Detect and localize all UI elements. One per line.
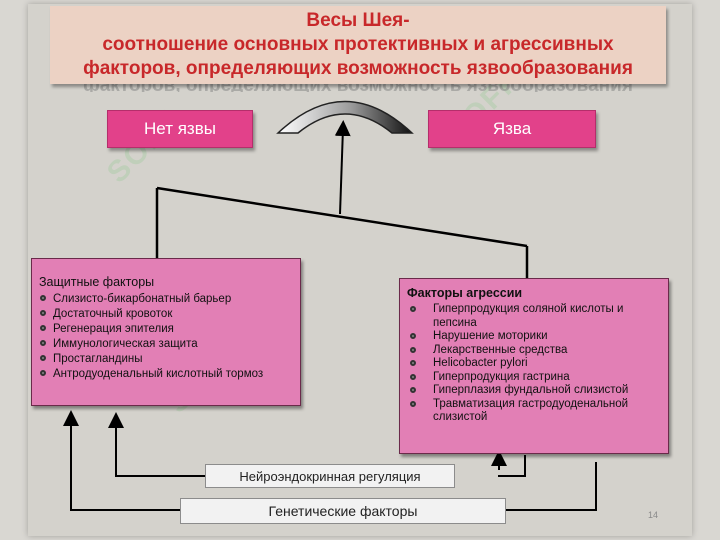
list-item: Регенерация эпителия [39,322,292,337]
page-number: 14 [648,510,659,520]
bullet-icon [410,360,416,366]
bullet-icon [410,387,416,393]
genetic-factors-connector [506,462,597,511]
list-item: Гиперплазия фундальной слизистой [407,384,660,398]
genetic-factors-arrow [63,410,180,511]
list-item: Антродуоденальный кислотный тормоз [39,367,292,382]
bullet-icon [40,370,46,376]
bullet-icon [40,325,46,331]
list-item: Helicobacter pylori [407,357,660,371]
neuro-regulation-connector [498,455,526,477]
genetic-factors-label: Генетические факторы [268,503,418,519]
bullet-icon [410,373,416,380]
bullet-icon [410,306,416,312]
ulcer-label: Язва [492,119,532,138]
bullet-icon [410,333,416,339]
protective-factors-list: Слизисто-бикарбонатный барьер Достаточны… [39,292,292,382]
list-item: Гиперпродукция соляной кислоты и пепсина [407,303,660,330]
title-line-3: факторов, определяющих возможность язвоо… [83,58,633,79]
neuroendocrine-regulation-box: Нейроэндокринная регуляция [205,464,455,488]
ulcer-box: Язва [428,110,596,148]
title-line-2: соотношение основных протективных и агре… [102,34,614,55]
bullet-icon [40,295,46,301]
neuroendocrine-regulation-label: Нейроэндокринная регуляция [239,468,421,484]
list-item: Гиперпродукция гастрина [407,371,660,385]
balance-beam [156,186,528,248]
no-ulcer-box: Нет язвы [107,110,253,148]
list-item: Травматизация гастродуоденальной слизист… [407,398,660,425]
aggression-factors-box: Факторы агрессии Гиперпродукция соляной … [399,278,669,454]
list-item: Нарушение моторики [407,330,660,344]
protective-factors-box: Защитные факторы Слизисто-бикарбонатный … [31,258,301,406]
list-item: Слизисто-бикарбонатный барьер [39,292,292,307]
list-item: Простагландины [39,352,292,367]
scale-pointer [334,120,351,215]
neuro-regulation-arrow [108,412,205,477]
aggression-factors-heading: Факторы агрессии [407,286,523,300]
bullet-icon [410,346,416,353]
genetic-factors-box: Генетические факторы [180,498,506,524]
no-ulcer-label: Нет язвы [144,119,216,138]
protective-factors-heading: Защитные факторы [39,275,155,289]
bullet-icon [40,310,46,316]
scale-arc [276,100,414,134]
list-item: Иммунологическая защита [39,337,292,352]
bullet-icon [410,400,416,407]
page-title: Весы Шея- соотношение основных протектив… [50,6,666,84]
title-line-1: Весы Шея- [306,10,410,31]
list-item: Достаточный кровоток [39,307,292,322]
aggression-factors-list: Гиперпродукция соляной кислоты и пепсина… [407,303,660,425]
bullet-icon [40,355,46,361]
list-item: Лекарственные средства [407,344,660,358]
bullet-icon [40,340,46,346]
